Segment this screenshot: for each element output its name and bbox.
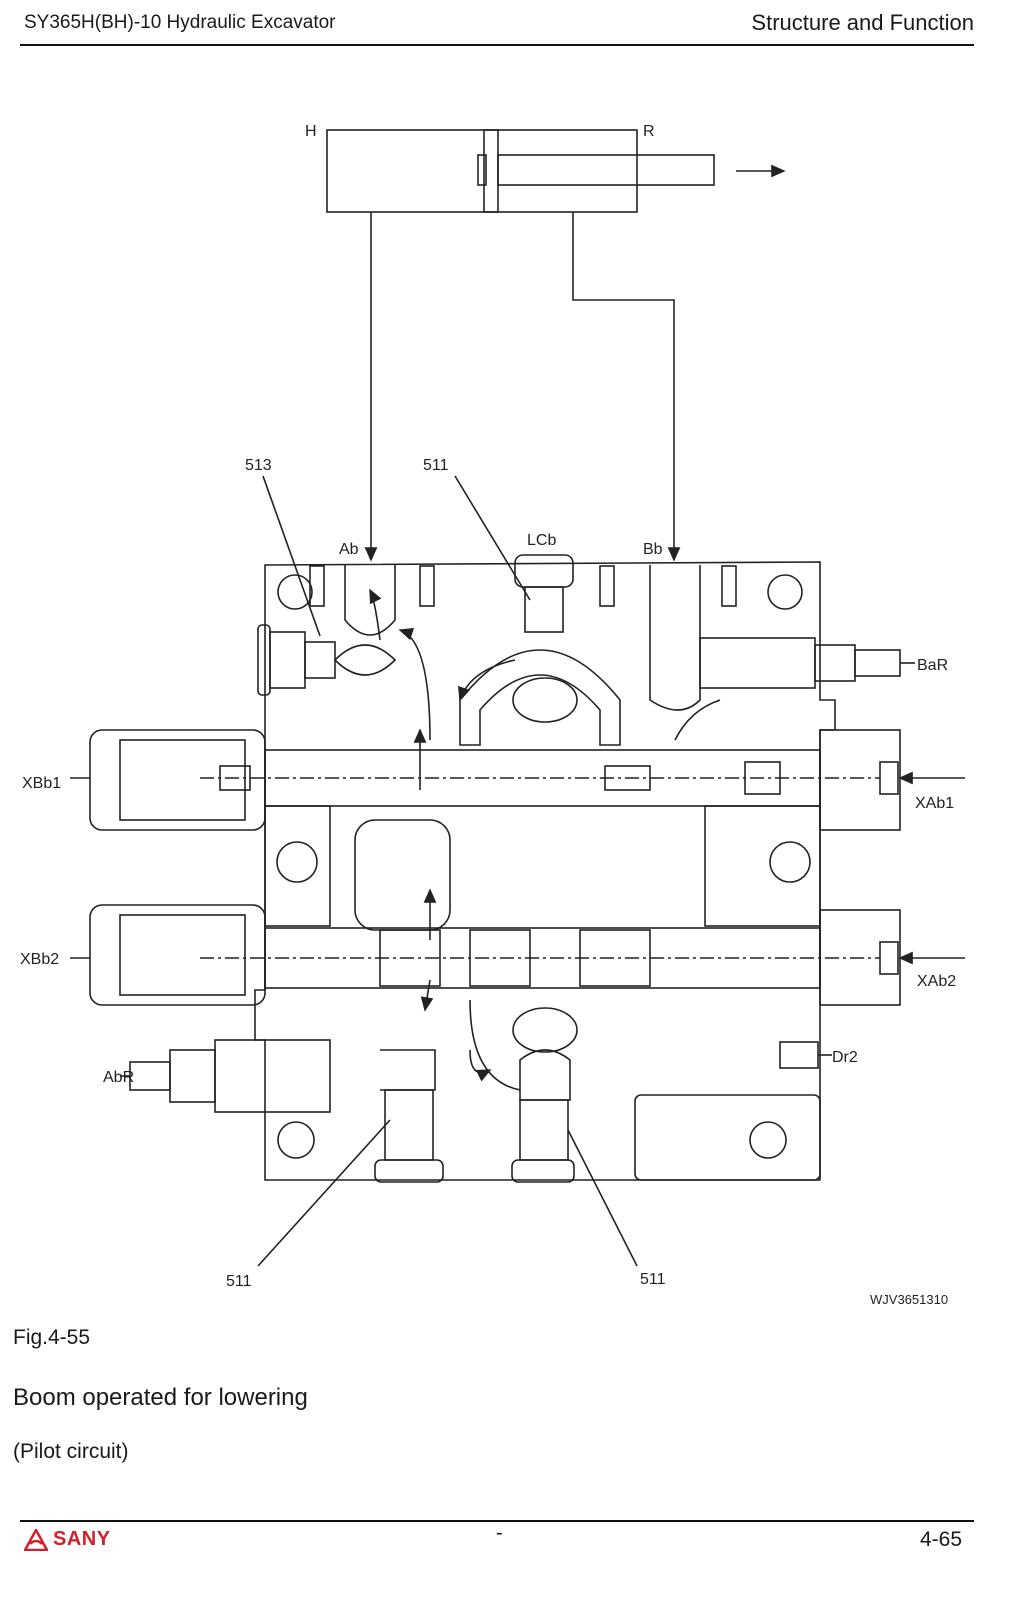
line-to-bb: [572, 212, 681, 562]
label-511-bottom-left: 511: [226, 1273, 252, 1290]
label-bar: BaR: [917, 657, 948, 674]
leader-511-bottom-left: [257, 1119, 391, 1267]
label-lcb: LCb: [527, 532, 556, 549]
brand-name: SANY: [53, 1528, 111, 1550]
page-number: 4-65: [919, 1528, 962, 1551]
label-r: R: [643, 123, 655, 140]
label-511-bottom-right: 511: [640, 1271, 666, 1288]
header-rule: [20, 44, 974, 46]
boom-cylinder: [326, 129, 786, 213]
figure-number: Fig.4-55: [13, 1326, 91, 1349]
label-abr: AbR: [103, 1069, 134, 1086]
label-ab: Ab: [339, 541, 359, 558]
label-xbb2: XBb2: [20, 951, 59, 968]
leader-511-bottom-right: [567, 1129, 638, 1267]
leader-511-top: [454, 475, 531, 601]
label-bb: Bb: [643, 541, 663, 558]
sany-logo: SANY: [24, 1528, 111, 1551]
document-title: SY365H(BH)-10 Hydraulic Excavator: [24, 12, 336, 33]
label-xab1: XAb1: [915, 795, 954, 812]
sany-logo-icon: [24, 1528, 48, 1551]
label-513: 513: [245, 457, 272, 474]
drawing-code: WJV3651310: [870, 1292, 948, 1307]
leader-513: [262, 475, 321, 637]
control-valve-body: [70, 554, 965, 1183]
hydraulic-valve-diagram: H R 513 511 Ab LCb Bb BaR XBb1 XAb1 XBb2…: [20, 123, 965, 1307]
label-h: H: [305, 123, 317, 140]
figure-title: Boom operated for lowering: [13, 1384, 308, 1411]
label-dr2: Dr2: [832, 1049, 858, 1066]
footer-center-mark: -: [496, 1522, 503, 1544]
section-title: Structure and Function: [751, 10, 974, 35]
footer-rule: [20, 1520, 974, 1522]
figure-subtitle: (Pilot circuit): [13, 1440, 129, 1463]
label-xab2: XAb2: [917, 973, 956, 990]
label-511-top: 511: [423, 457, 449, 474]
label-xbb1: XBb1: [22, 775, 61, 792]
